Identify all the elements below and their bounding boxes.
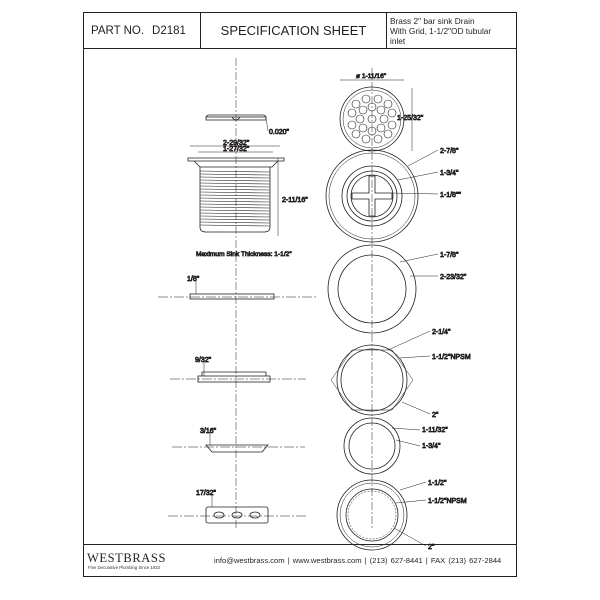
spec-sheet: PART NO. D2181 SPECIFICATION SHEET Brass… — [83, 12, 517, 577]
friction-thickness-label: 3/16" — [200, 428, 217, 435]
friction-ring-side — [205, 444, 269, 453]
grid-diameter-label: ø 1-11/16" — [356, 73, 387, 80]
nut-outer-label: 2-1/4" — [432, 329, 451, 336]
contact-info[interactable]: info@westbrass.com | www.westbrass.com |… — [214, 556, 502, 565]
gasket-outer-label: 2-23/32" — [440, 274, 467, 281]
desc-line-3: inlet — [390, 36, 406, 46]
part-number-cell: PART NO. D2181 — [84, 13, 201, 48]
friction-outer-label: 1-11/32" — [422, 427, 448, 434]
flange-dimension-lines — [190, 145, 280, 153]
lock-nut-top-view — [336, 479, 408, 551]
hex-washer-top-view — [330, 344, 414, 416]
body-mid-label: 1-3/4" — [440, 170, 459, 177]
washer-thickness-label: 9/32" — [195, 357, 212, 364]
nut-thickness-label: 17/32" — [196, 490, 217, 497]
lock-nut-side — [205, 506, 269, 524]
locknut-inner-label: 2" — [428, 544, 435, 551]
flange-inner-label: 1-27/32" — [223, 146, 250, 153]
max-sink-label: Maximum Sink Thickness: 1-1/2" — [196, 251, 292, 258]
nut-inner-label: 2" — [432, 412, 439, 419]
part-number: D2181 — [152, 24, 186, 37]
header-bar: PART NO. D2181 SPECIFICATION SHEET Brass… — [84, 13, 516, 49]
drain-body — [187, 157, 285, 233]
flange-outer-label: 2-29/32" — [223, 140, 250, 147]
desc-line-1: Brass 2" bar sink Drain — [390, 16, 475, 26]
brand-logo: WESTBRASS — [87, 551, 167, 565]
friction-ring-top-view — [343, 417, 401, 475]
locknut-outer-label: 1-1/2" — [428, 480, 447, 487]
gasket-thickness-label: 1/8" — [187, 276, 200, 283]
fiber-washer-side — [197, 371, 271, 383]
sheet-title: SPECIFICATION SHEET — [220, 23, 367, 38]
body-outer-label: 2-7/8" — [440, 148, 459, 155]
drain-body-top-view — [325, 149, 419, 243]
grid-top-view — [339, 86, 405, 152]
grid-side-view — [205, 114, 269, 132]
grid-height-label: 1-25/32" — [397, 115, 424, 122]
grid-gap-label: 0.020" — [269, 129, 290, 136]
product-description: Brass 2" bar sink Drain With Grid, 1-1/2… — [387, 13, 516, 48]
gasket-inner-label: 1-7/8" — [440, 252, 459, 259]
friction-inner-label: 1-3/4" — [422, 443, 441, 450]
body-leader-lines — [391, 149, 439, 195]
body-height-label: 2-11/16" — [282, 197, 308, 204]
body-inner-label: 1-1/8"" — [440, 192, 461, 199]
rubber-gasket-side — [189, 293, 275, 300]
sheet-title-cell: SPECIFICATION SHEET — [201, 13, 387, 48]
gasket-top-view — [327, 244, 417, 334]
part-label: PART NO. — [91, 24, 145, 37]
desc-line-2: With Grid, 1-1/2"OD tubular — [390, 26, 492, 36]
nut-thread-label: 1-1/2"NPSM — [432, 354, 471, 361]
locknut-thread-label: 1-1/2"NPSM — [428, 498, 467, 505]
brand-tagline: Fine Decorative Plumbing Since 1933 — [88, 565, 160, 570]
footer-bar: WESTBRASS Fine Decorative Plumbing Since… — [84, 544, 516, 576]
